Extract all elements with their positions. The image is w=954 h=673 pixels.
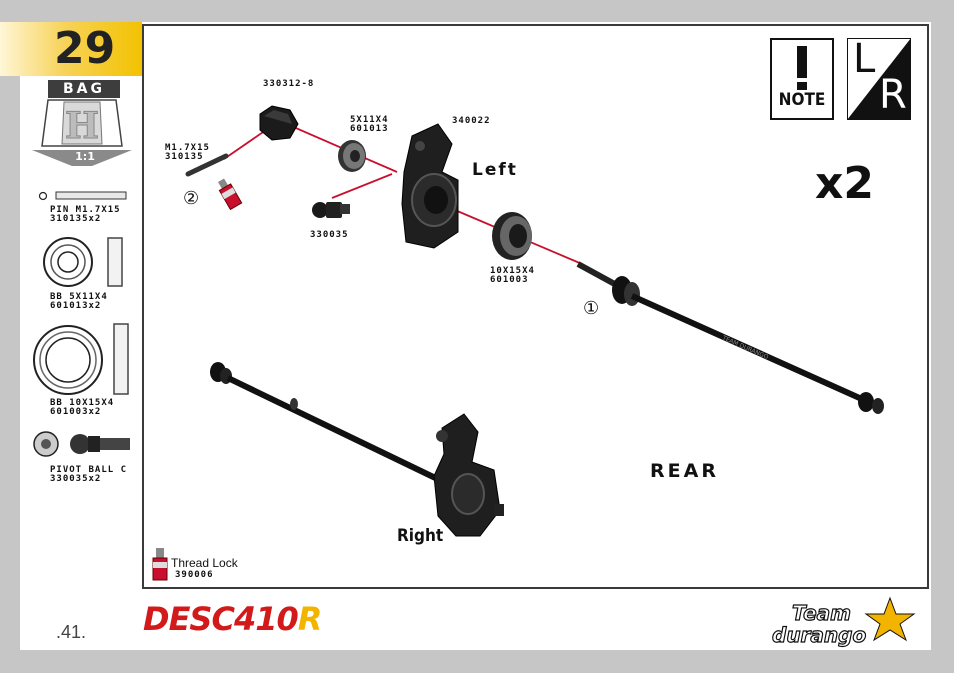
lr-left-letter: L: [853, 36, 876, 82]
callout-pin: M1.7X15 310135: [165, 143, 210, 162]
side-part-2-code: 601013x2: [50, 301, 102, 311]
guide-line-pivot: [331, 173, 393, 199]
thread-lock-bottle-small: [218, 178, 243, 211]
callout-bearing-large: 10X15X4 601003: [490, 266, 535, 285]
right-drive-shaft: [210, 362, 454, 489]
note-icon: NOTE: [770, 38, 834, 120]
left-drive-shaft: TEAM DURANGO: [576, 261, 884, 414]
side-part-3-code: 601003x2: [50, 407, 102, 417]
pin-part-image: [38, 191, 127, 201]
durango-logo-word: durango: [772, 623, 866, 647]
desc-logo-main: DESC410: [143, 600, 299, 638]
side-part-2-name: BB 5X11X4: [50, 292, 108, 302]
multiplier: x2: [815, 158, 874, 209]
assembly-illustration: TEAM DURANGO: [152, 105, 884, 581]
bag-label: BAG: [48, 80, 120, 98]
left-right-icon: L R: [846, 36, 912, 121]
page-number: .41.: [56, 622, 87, 642]
pivot-ball-image: [33, 431, 130, 457]
bearing-large-image: [33, 323, 129, 395]
callout-bearing-small: 5X11X4 601013: [350, 115, 389, 134]
side-part-1-code: 310135x2: [50, 214, 102, 224]
lr-right-letter: R: [879, 72, 907, 118]
side-part-4-code: 330035x2: [50, 474, 102, 484]
label-left: Left: [472, 160, 518, 180]
bag-icon: H: [32, 99, 132, 166]
label-rear: REAR: [650, 460, 719, 482]
guide-line-hex: [281, 121, 398, 173]
desc-logo: DESC410R: [143, 600, 323, 638]
callout-hex: 330312-8: [263, 79, 315, 89]
callout-hub: 340022: [452, 116, 491, 126]
side-part-1-name: PIN M1.7X15: [50, 205, 121, 215]
thread-lock-bottle: [152, 548, 168, 581]
right-rear-hub: [433, 413, 504, 537]
pivot-ball: [312, 202, 350, 218]
thread-lock-label: Thread Lock: [171, 556, 238, 570]
team-logo-word: Team: [792, 601, 851, 625]
step-number: 29: [54, 23, 116, 74]
note-label: NOTE: [778, 90, 826, 110]
bearing-small-image: [43, 237, 123, 287]
step-2-marker: ②: [183, 188, 200, 209]
bag-id: H: [65, 105, 99, 147]
left-rear-hub: [401, 123, 459, 249]
team-durango-logo: Team durango: [770, 596, 926, 655]
callout-pivot: 330035: [310, 230, 349, 240]
side-part-4-name: PIVOT BALL C: [50, 465, 128, 475]
hex-adapter: [259, 105, 299, 141]
thread-lock-code: 390006: [175, 570, 214, 580]
bearing-10x15x4: [492, 212, 532, 260]
bearing-5x11x4: [338, 140, 366, 172]
shaft-brand-text: TEAM DURANGO: [720, 334, 769, 361]
step-tab: [0, 22, 142, 76]
side-part-3-name: BB 10X15X4: [50, 398, 115, 408]
desc-logo-suffix: R: [297, 600, 323, 638]
pin-m17x15: [185, 153, 229, 177]
label-right: Right: [397, 526, 444, 546]
step-1-marker: ①: [583, 298, 600, 319]
scale-label: 1:1: [75, 150, 95, 163]
guide-line-pin: [223, 129, 267, 160]
